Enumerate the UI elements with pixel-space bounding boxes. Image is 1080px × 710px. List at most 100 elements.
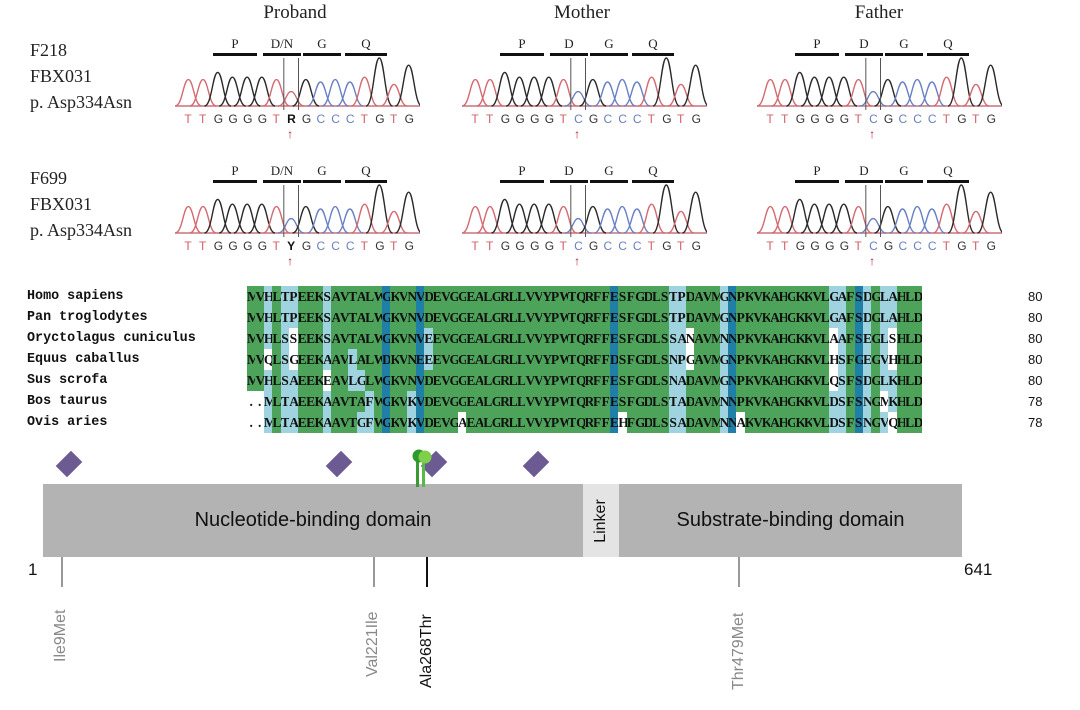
codon-label: G — [899, 163, 909, 178]
residue: T — [668, 391, 678, 412]
residue: N — [407, 370, 416, 391]
base-call: G — [691, 112, 701, 126]
residue: K — [314, 391, 323, 412]
residue: K — [744, 328, 754, 349]
trace-peak — [351, 76, 379, 107]
residue: D — [609, 349, 619, 370]
variant-arrow-icon: ↑ — [869, 127, 876, 141]
base-call: G — [257, 112, 268, 126]
trace-peak — [564, 217, 592, 234]
residue: G — [382, 286, 391, 307]
residue: S — [618, 349, 627, 370]
residue: A — [356, 286, 366, 307]
residue: G — [457, 391, 467, 412]
residue: M — [711, 391, 720, 412]
codon-bar — [885, 180, 923, 183]
residue: D — [913, 349, 922, 370]
residue: L — [483, 307, 492, 328]
residue: V — [339, 349, 349, 370]
residue: K — [795, 307, 804, 328]
codon-bar — [500, 180, 544, 183]
alignment-row: MVHLTPEEKSAVTALWGKVNVDEVGGEALGRLLVVYPWTQ… — [247, 307, 922, 328]
codon-label: P — [813, 163, 821, 178]
residue: L — [517, 286, 526, 307]
residue: K — [314, 412, 323, 433]
residue: F — [626, 370, 636, 391]
residue: L — [272, 286, 281, 307]
residue: S — [854, 391, 863, 412]
residue: S — [660, 328, 669, 349]
residue: P — [677, 286, 686, 307]
base-call: T — [486, 239, 494, 253]
residue: N — [727, 391, 737, 412]
residue: H — [896, 307, 906, 328]
residue: M — [247, 328, 256, 349]
residue: D — [424, 286, 433, 307]
residue: . — [255, 412, 264, 433]
residue: A — [331, 391, 340, 412]
residue: P — [289, 307, 298, 328]
residue: L — [365, 307, 374, 328]
residue: G — [382, 391, 391, 412]
residue: A — [331, 307, 340, 328]
residue: G — [289, 349, 298, 370]
residue: L — [365, 370, 374, 391]
residue: P — [677, 307, 686, 328]
base-call: G — [839, 239, 850, 253]
trace-peak — [321, 205, 349, 234]
residue: G — [491, 370, 501, 391]
base-call: G — [257, 239, 268, 253]
base-call: G — [662, 239, 672, 253]
residue: K — [314, 286, 323, 307]
residue: D — [643, 307, 652, 328]
codon-bar — [795, 180, 839, 183]
residue: Q — [888, 412, 897, 433]
residue: G — [635, 370, 644, 391]
residue: G — [871, 349, 880, 370]
residue: H — [778, 391, 787, 412]
residue: R — [500, 370, 509, 391]
residue: H — [263, 286, 273, 307]
residue: F — [365, 391, 374, 412]
codon-label: G — [317, 36, 327, 51]
sequence-length: 78 — [1028, 415, 1043, 430]
residue: S — [837, 412, 847, 433]
base-call: G — [986, 112, 996, 126]
residue: E — [609, 328, 619, 349]
residue: F — [626, 349, 636, 370]
residue: L — [508, 349, 517, 370]
codon-label: D — [859, 36, 869, 51]
residue: A — [677, 412, 686, 433]
residue: G — [719, 307, 728, 328]
codon-label: D/N — [270, 163, 294, 178]
residue: A — [694, 412, 703, 433]
residue: A — [331, 412, 340, 433]
residue: A — [829, 328, 838, 349]
residue: V — [533, 286, 543, 307]
base-call: T — [766, 239, 774, 253]
base-call: G — [515, 239, 525, 253]
codon-label: D — [564, 36, 574, 51]
residue: L — [820, 307, 830, 328]
base-call: G — [213, 112, 224, 126]
residue: V — [702, 328, 712, 349]
residue: A — [474, 349, 484, 370]
species-name: Equus caballus — [27, 352, 140, 367]
base-call: G — [243, 239, 253, 253]
base-call: G — [825, 239, 835, 253]
residue: A — [356, 307, 366, 328]
residue: Q — [576, 391, 585, 412]
residue: H — [896, 391, 906, 412]
residue: L — [365, 286, 374, 307]
residue: A — [356, 391, 366, 412]
trace-peak — [815, 76, 843, 107]
residue: R — [500, 328, 509, 349]
residue: L — [652, 328, 661, 349]
residue: F — [846, 286, 855, 307]
base-call: G — [213, 239, 224, 253]
residue: L — [820, 412, 830, 433]
residue: V — [702, 412, 712, 433]
residue: L — [652, 391, 661, 412]
residue: A — [770, 286, 779, 307]
residue: A — [770, 370, 779, 391]
